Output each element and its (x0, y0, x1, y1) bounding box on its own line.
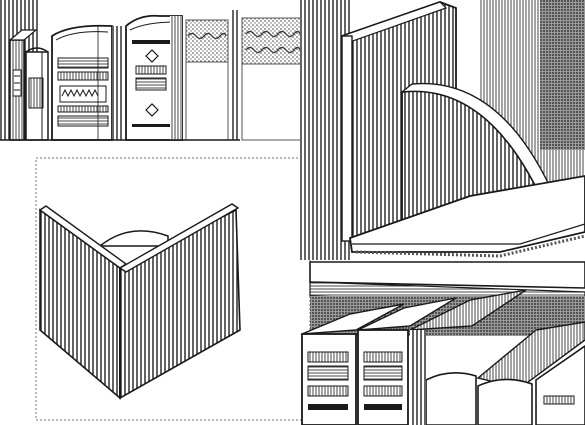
wall-shadow (540, 0, 585, 150)
book-icon (51, 24, 122, 141)
bookend-icon (340, 1, 585, 258)
book-icon (241, 17, 305, 141)
book-icon (8, 29, 38, 141)
book-icon (535, 345, 585, 425)
book-icon (476, 321, 585, 425)
book-icon (25, 47, 49, 141)
book-icon (185, 19, 229, 141)
book-gap-hatching (230, 10, 240, 140)
corner-bookend-panel (35, 157, 311, 421)
book-icon (409, 289, 527, 425)
book-icon (125, 14, 183, 141)
book-icon (357, 297, 457, 425)
bookend-icon (38, 203, 241, 400)
books-on-shelf-panel (0, 0, 305, 141)
book-icon (301, 303, 405, 425)
bookend-shelf-panel (300, 0, 585, 425)
